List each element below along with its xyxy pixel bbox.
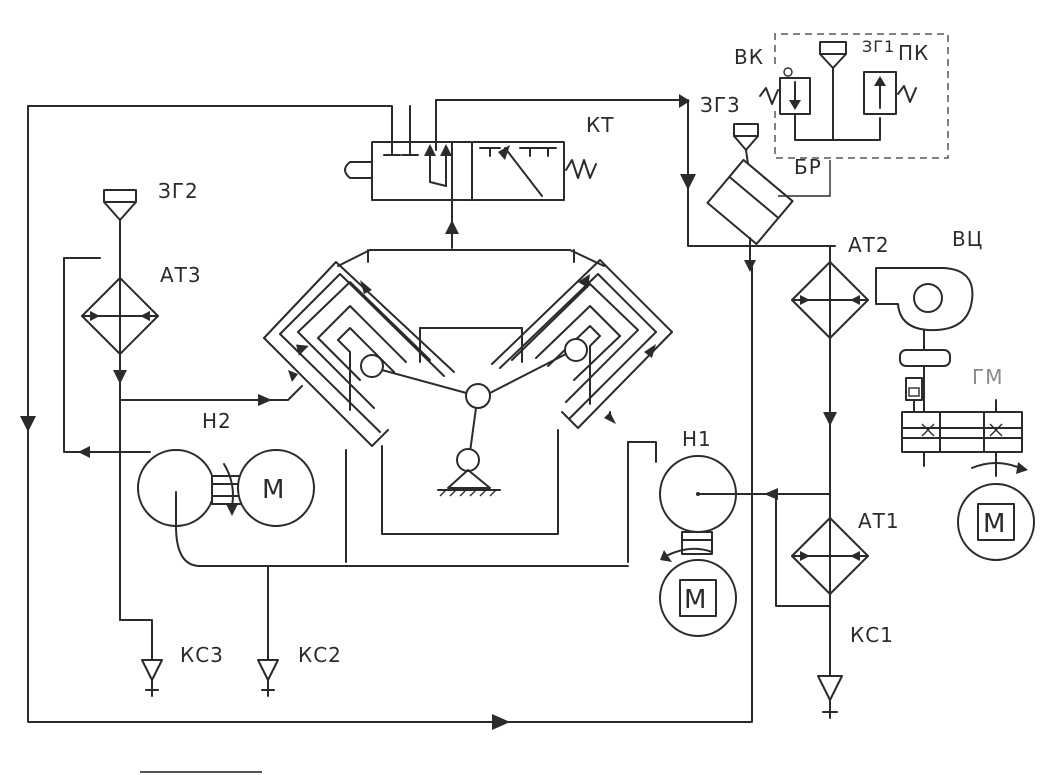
label-at1: АТ1: [858, 509, 900, 533]
flow-arrow-bottom: [492, 714, 510, 730]
valve-block-kt: КТ: [344, 113, 614, 249]
label-br: БР: [794, 155, 822, 179]
control-block: ВК ПК ЗГ1 БР: [734, 33, 949, 179]
motor-n1-label: М: [684, 585, 707, 615]
label-vts: ВЦ: [952, 227, 983, 251]
motor-n1: [659, 559, 737, 637]
flow-arrow-down-left: [20, 416, 36, 432]
label-n2: Н2: [202, 409, 232, 433]
label-zg3: ЗГ3: [700, 93, 741, 117]
label-ks2: КС2: [298, 643, 342, 667]
motor-n2-label: М: [262, 475, 285, 505]
motor-gm-label: М: [983, 509, 1006, 539]
flow-arrow-top: [679, 94, 690, 108]
label-ks1: КС1: [850, 623, 894, 647]
label-pk: ПК: [898, 41, 929, 65]
label-zg2: ЗГ2: [158, 179, 199, 203]
label-at2: АТ2: [848, 233, 890, 257]
label-zg1: ЗГ1: [862, 37, 895, 56]
label-gm: ГМ: [972, 365, 1003, 389]
breather-filter: [706, 158, 794, 246]
pump-n1-branch: Н1 М: [659, 427, 831, 637]
label-n1: Н1: [682, 427, 712, 451]
label-at3: АТ3: [160, 263, 202, 287]
right-column: АТ2 АТ1 КС1: [777, 233, 900, 719]
flow-arrow-down-right: [680, 174, 696, 190]
main-circuit-lines: [20, 94, 836, 730]
left-branch: ЗГ2 АТ3 М Н2 КС3: [63, 179, 629, 697]
motor-n2: [237, 449, 315, 527]
compressor-v-block: [263, 249, 673, 563]
label-vk: ВК: [734, 45, 764, 69]
motor-gm: [957, 483, 1035, 561]
fan-vts: [875, 267, 974, 332]
label-ks3: КС3: [180, 643, 224, 667]
label-kt: КТ: [586, 113, 614, 137]
breather-zg3: ЗГ3: [700, 93, 831, 272]
hydromotor-gm: [901, 411, 1023, 453]
fan-and-drive: ВЦ ГМ М: [875, 227, 1035, 561]
